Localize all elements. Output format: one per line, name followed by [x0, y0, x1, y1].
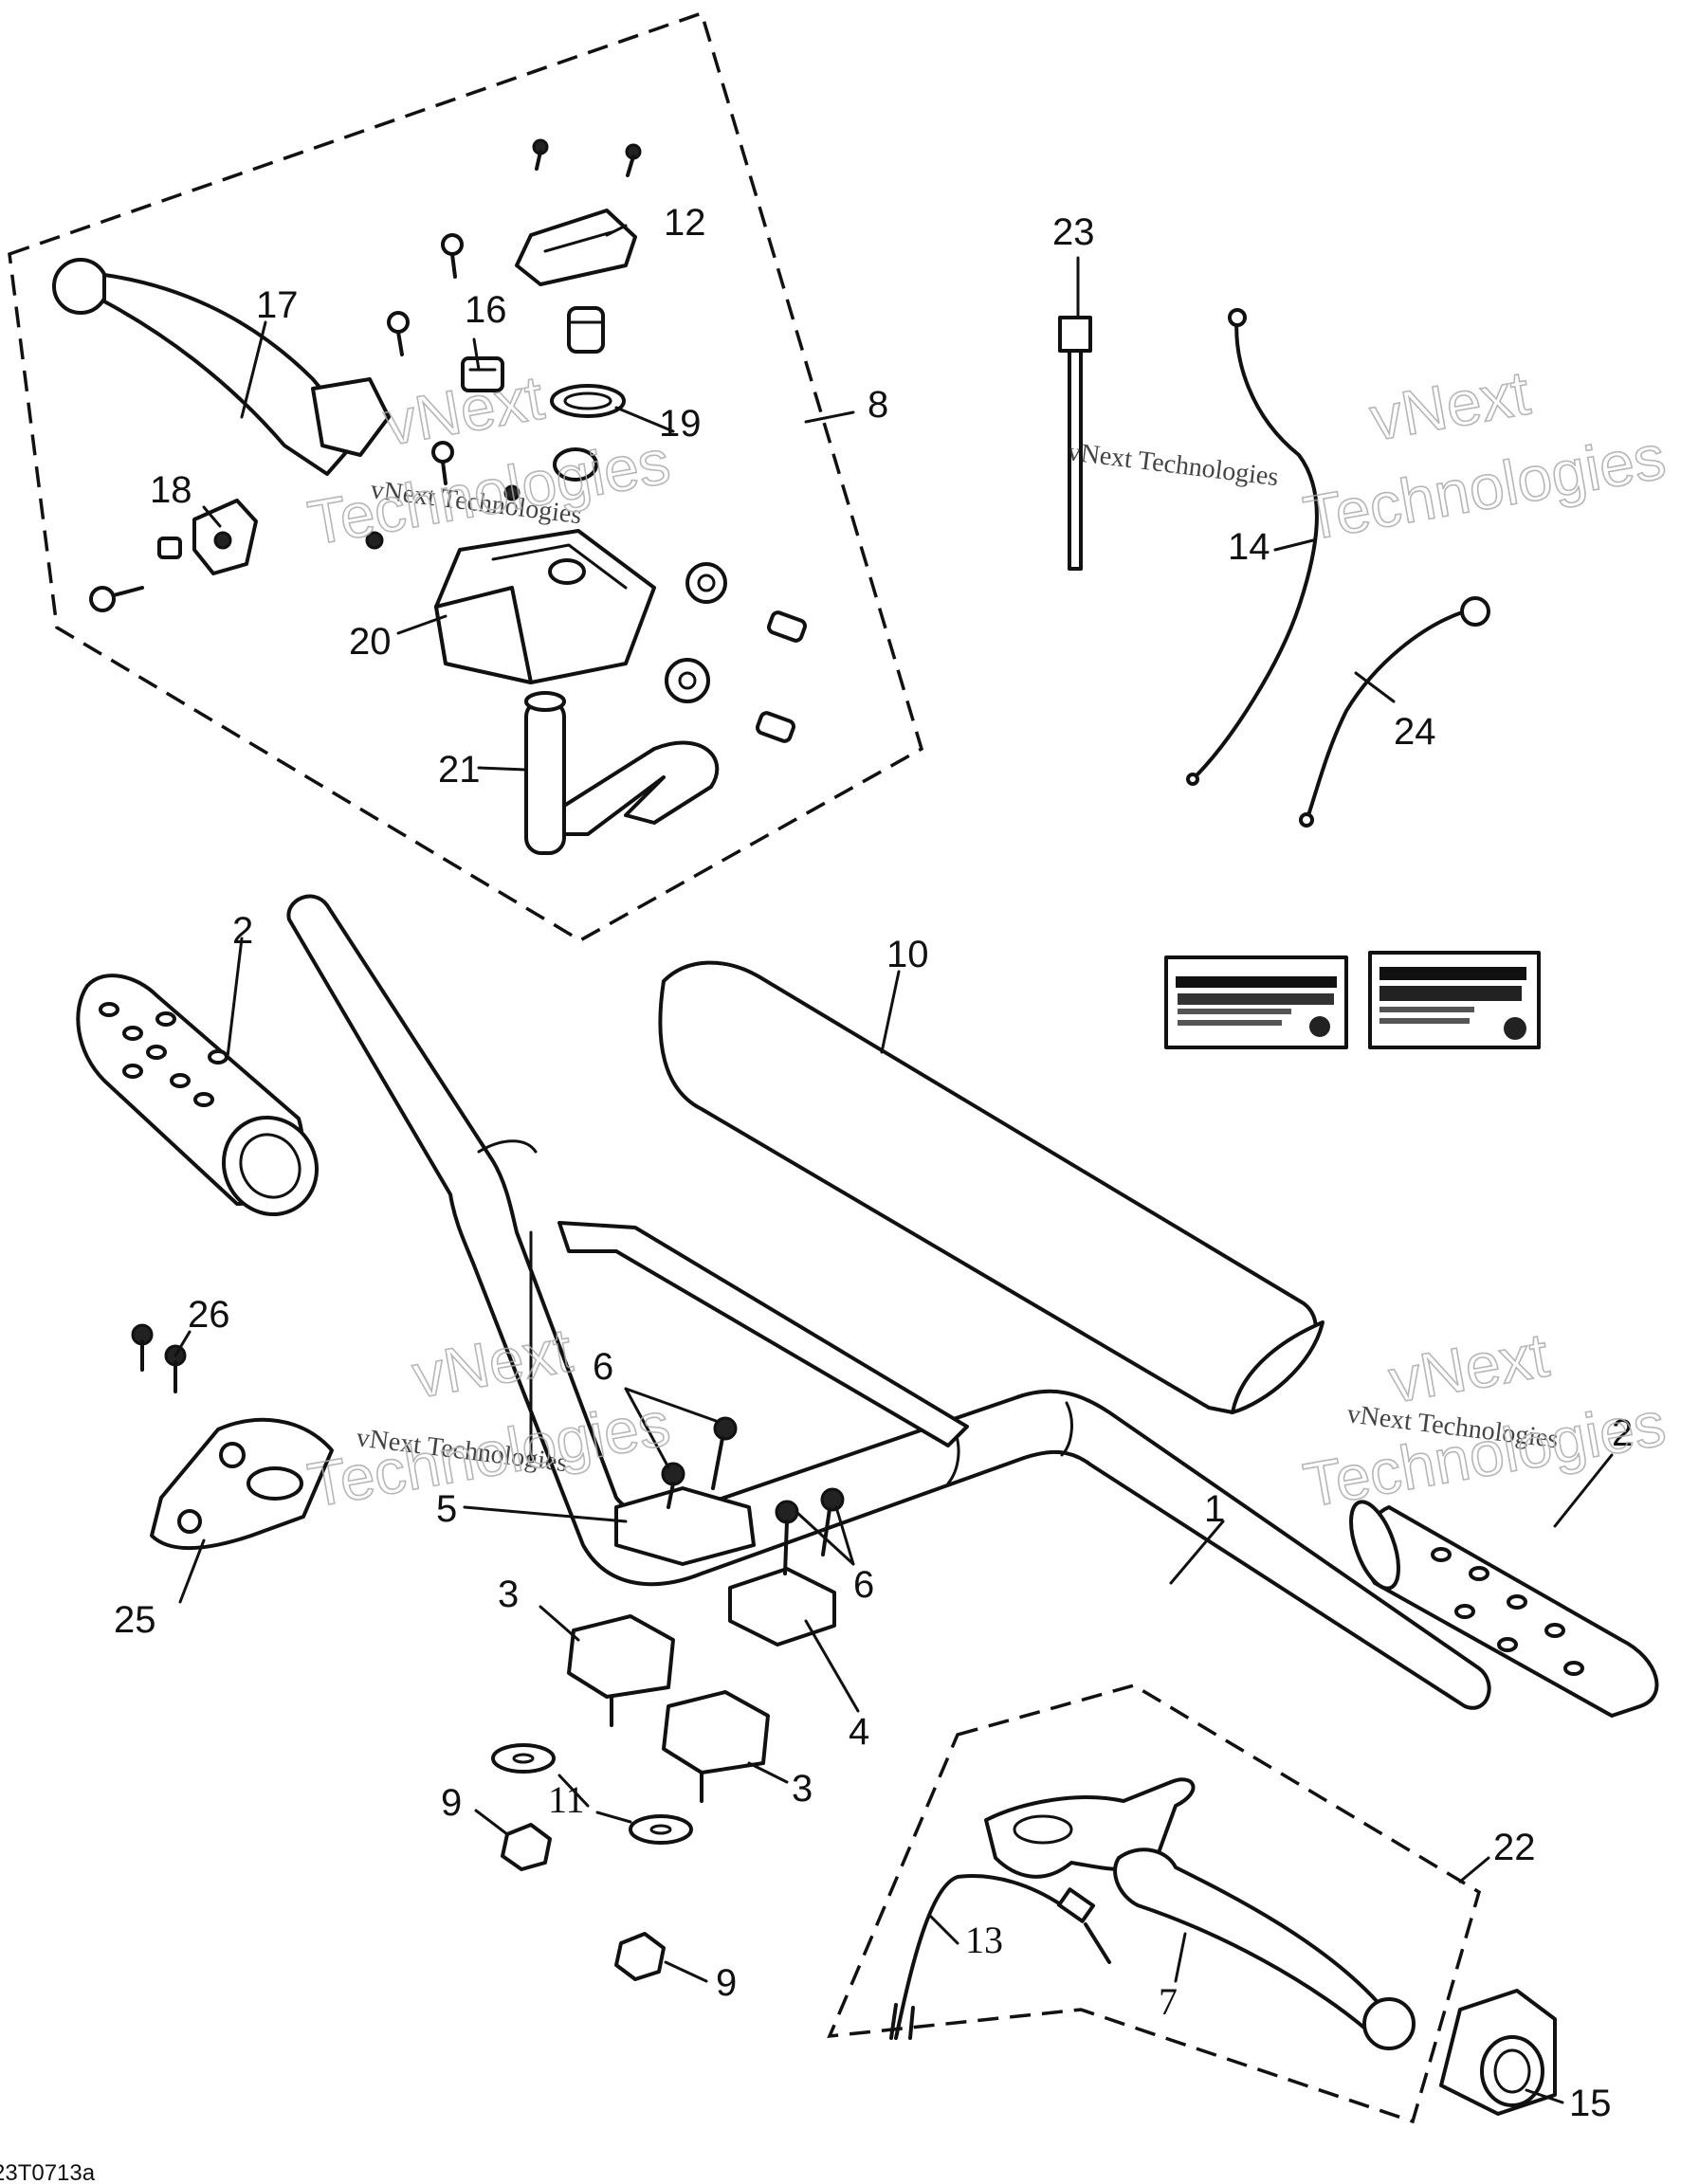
- assembly-22-boundary: [827, 1684, 1482, 2124]
- bracket-18: [89, 499, 258, 612]
- weight-15: [1439, 1989, 1557, 2116]
- bolts-26: [131, 1323, 187, 1393]
- brake-switch-13: [889, 1874, 1111, 2040]
- callout-9-left: 9: [441, 1782, 462, 1824]
- watermark-big-4a: vNext: [1384, 1320, 1554, 1416]
- callout-18: 18: [150, 469, 192, 511]
- master-cylinder-body-20: [434, 529, 656, 684]
- watermark-big-2b: Technologies: [1299, 421, 1671, 554]
- small-parts-center: [365, 447, 598, 550]
- callout-20: 20: [349, 621, 392, 663]
- lever-pivot-21: [524, 691, 720, 855]
- callout-16: 16: [465, 289, 507, 331]
- callout-1: 1: [1204, 1488, 1225, 1530]
- callout-19: 19: [659, 403, 702, 445]
- decal-right: [1368, 951, 1541, 1049]
- brake-lever-17: [52, 258, 391, 476]
- callouts: 1 2 2 3 3 4 5 6 6 7 8 9 9 10 11 12 13 14…: [114, 202, 1633, 2124]
- callout-8: 8: [868, 384, 888, 426]
- nuts-9: [501, 1823, 666, 1981]
- plate-25: [150, 1417, 334, 1551]
- callout-13: 13: [965, 1919, 1003, 1961]
- callout-21: 21: [438, 749, 481, 791]
- pad-10: [658, 960, 1324, 1414]
- cable-14: [1186, 308, 1319, 786]
- grip-left-2: [76, 974, 320, 1217]
- leader-lines: [174, 224, 1614, 2104]
- clutch-lever-7: [1113, 1847, 1416, 2050]
- watermark-big-1a: vNext: [379, 362, 549, 459]
- washers-11: [491, 1743, 693, 1845]
- watermark-big-2a: vNext: [1365, 357, 1535, 454]
- washers-right-of-body: [665, 562, 807, 743]
- callout-17: 17: [256, 284, 299, 326]
- callout-6-top: 6: [593, 1346, 613, 1388]
- callout-25: 25: [114, 1599, 156, 1641]
- watermarks: vNext Technologies vNext Technologies vN…: [302, 356, 1672, 1521]
- clamp-16: [461, 356, 504, 392]
- callout-15: 15: [1569, 2083, 1612, 2124]
- grip-right-2: [1349, 1500, 1659, 1718]
- lower-holder-3-left: [567, 1614, 675, 1727]
- figure-id: 23T0713a: [0, 2160, 96, 2184]
- ring-19: [550, 384, 626, 418]
- callout-9-bottom: 9: [716, 1962, 737, 2004]
- callout-26: 26: [188, 1294, 230, 1336]
- wire-24: [1299, 596, 1490, 828]
- cable-tie-23: [1058, 316, 1092, 571]
- callout-3-right: 3: [792, 1768, 813, 1810]
- callout-10: 10: [886, 934, 929, 975]
- callout-6-right: 6: [853, 1564, 874, 1606]
- callout-23: 23: [1052, 211, 1095, 253]
- upper-holder-5: [614, 1416, 756, 1566]
- callout-2-right: 2: [1612, 1412, 1633, 1454]
- callout-22: 22: [1493, 1827, 1536, 1868]
- assembly-8-boundary: [8, 10, 924, 943]
- decal-left: [1164, 956, 1348, 1049]
- plug-fitting: [567, 306, 605, 354]
- cover-12: [515, 138, 642, 286]
- callout-14: 14: [1228, 526, 1270, 568]
- lower-holder-3-right: [662, 1690, 770, 1803]
- callout-3-left: 3: [498, 1574, 519, 1615]
- screws-upper: [387, 233, 464, 485]
- callout-2-left: 2: [232, 910, 253, 952]
- callout-5: 5: [436, 1488, 457, 1530]
- handlebar-1: [286, 894, 1491, 1710]
- callout-4: 4: [849, 1711, 869, 1753]
- callout-7: 7: [1159, 1980, 1178, 2023]
- callout-24: 24: [1394, 711, 1436, 753]
- callout-12: 12: [664, 202, 706, 244]
- callout-11: 11: [548, 1778, 585, 1821]
- watermark-text-2: vNext Technologies: [1066, 437, 1280, 492]
